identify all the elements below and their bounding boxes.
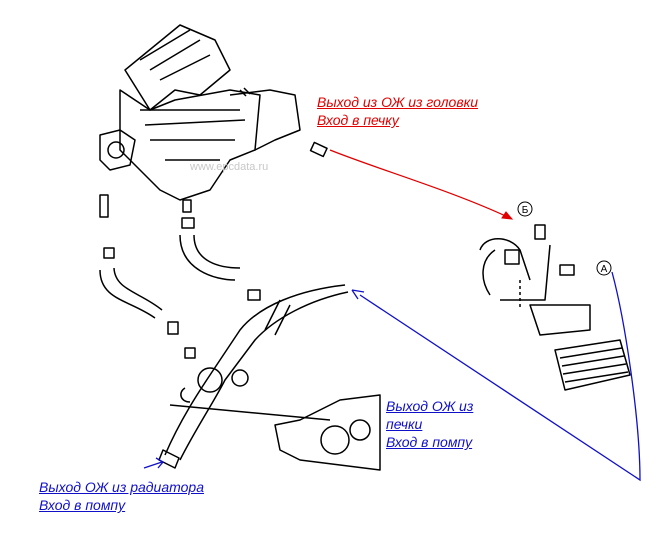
intake-manifold	[99, 24, 301, 201]
label-line: Выход из ОЖ из головки	[317, 94, 479, 110]
label-heater-outlet: Выход ОЖ из печки Вход в помпу	[386, 397, 473, 451]
red-flow-arrow	[329, 149, 514, 220]
label-line: Выход ОЖ из	[386, 398, 474, 414]
label-line: Выход ОЖ из радиатора	[39, 479, 204, 495]
svg-text:A: A	[601, 264, 608, 275]
callout-b: Б	[517, 201, 533, 217]
label-line: Вход в помпу	[386, 434, 473, 450]
label-line: Вход в печку	[317, 112, 399, 128]
label-line: печки	[386, 416, 423, 432]
blue-flow-arrow-radiator	[143, 457, 164, 469]
label-head-outlet: Выход из ОЖ из головки Вход в печку	[317, 93, 478, 129]
heater-core	[479, 224, 631, 391]
label-radiator-outlet: Выход ОЖ из радиатора Вход в помпу	[39, 478, 204, 514]
blue-flow-arrow-heater	[351, 271, 641, 482]
callout-a: A	[596, 260, 612, 276]
svg-text:Б: Б	[522, 205, 529, 216]
label-line: Вход в помпу	[39, 497, 126, 513]
watermark: www.epcdata.ru	[190, 161, 269, 173]
